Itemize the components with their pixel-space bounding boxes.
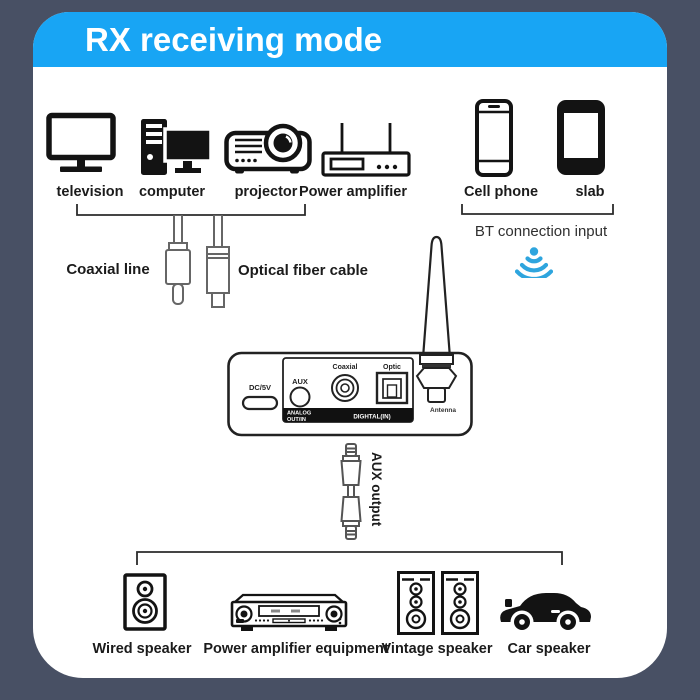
label-computer: computer bbox=[138, 184, 206, 200]
label-television: television bbox=[56, 184, 124, 200]
bt-receiver-device: Antenna DC/5V AUX Coaxial Optic ANALOG O… bbox=[227, 235, 473, 437]
tablet-icon bbox=[557, 100, 605, 175]
analog-label-line2: OUT/IN bbox=[287, 417, 306, 423]
wireless-signal-icon bbox=[515, 247, 553, 278]
label-cell-phone: Cell phone bbox=[463, 184, 539, 200]
title-banner bbox=[33, 12, 667, 67]
aux-jack-icon bbox=[289, 386, 311, 408]
label-power-amplifier-equipment: Power amplifier equipment bbox=[203, 641, 389, 657]
label-projector: projector bbox=[234, 184, 298, 200]
computer-icon bbox=[141, 119, 213, 175]
antenna-label: Antenna bbox=[430, 407, 456, 414]
aux-cable-icon bbox=[340, 443, 362, 540]
car-speaker-icon bbox=[500, 593, 591, 634]
antenna-base bbox=[415, 354, 458, 403]
cell-phone-icon bbox=[475, 99, 513, 177]
label-coaxial-line: Coaxial line bbox=[66, 261, 150, 278]
label-car-speaker: Car speaker bbox=[507, 641, 591, 657]
page-title: RX receiving mode bbox=[85, 21, 383, 58]
dc-port-label: DC/5V bbox=[249, 383, 271, 392]
aux-port-label: AUX bbox=[292, 377, 308, 386]
optical-cable-icon bbox=[206, 215, 230, 308]
label-bt-connection: BT connection input bbox=[474, 223, 608, 240]
label-aux-output: AUX output bbox=[369, 452, 384, 527]
optic-port-icon bbox=[375, 371, 409, 405]
analog-label-line1: ANALOG bbox=[287, 411, 311, 417]
label-optical-fiber: Optical fiber cable bbox=[237, 262, 369, 279]
power-amplifier-equipment-icon bbox=[230, 593, 348, 631]
wired-speaker-icon bbox=[123, 573, 167, 631]
projector-icon bbox=[224, 123, 312, 174]
power-amplifier-icon bbox=[321, 123, 411, 177]
vintage-speaker-icon bbox=[397, 571, 479, 635]
label-wired-speaker: Wired speaker bbox=[92, 641, 192, 657]
digital-label: DIGHTAL(IN) bbox=[353, 414, 390, 421]
coaxial-cable-icon bbox=[165, 215, 191, 305]
television-icon bbox=[46, 112, 116, 172]
label-power-amplifier: Power amplifier bbox=[299, 184, 407, 200]
antenna-icon bbox=[421, 235, 452, 360]
coaxial-port-label: Coaxial bbox=[333, 364, 358, 371]
usb-port-icon bbox=[241, 395, 279, 411]
label-vintage-speaker: Vintage speaker bbox=[381, 641, 493, 657]
label-slab: slab bbox=[575, 184, 605, 200]
coaxial-jack-icon bbox=[331, 374, 359, 402]
optic-port-label: Optic bbox=[383, 364, 401, 371]
